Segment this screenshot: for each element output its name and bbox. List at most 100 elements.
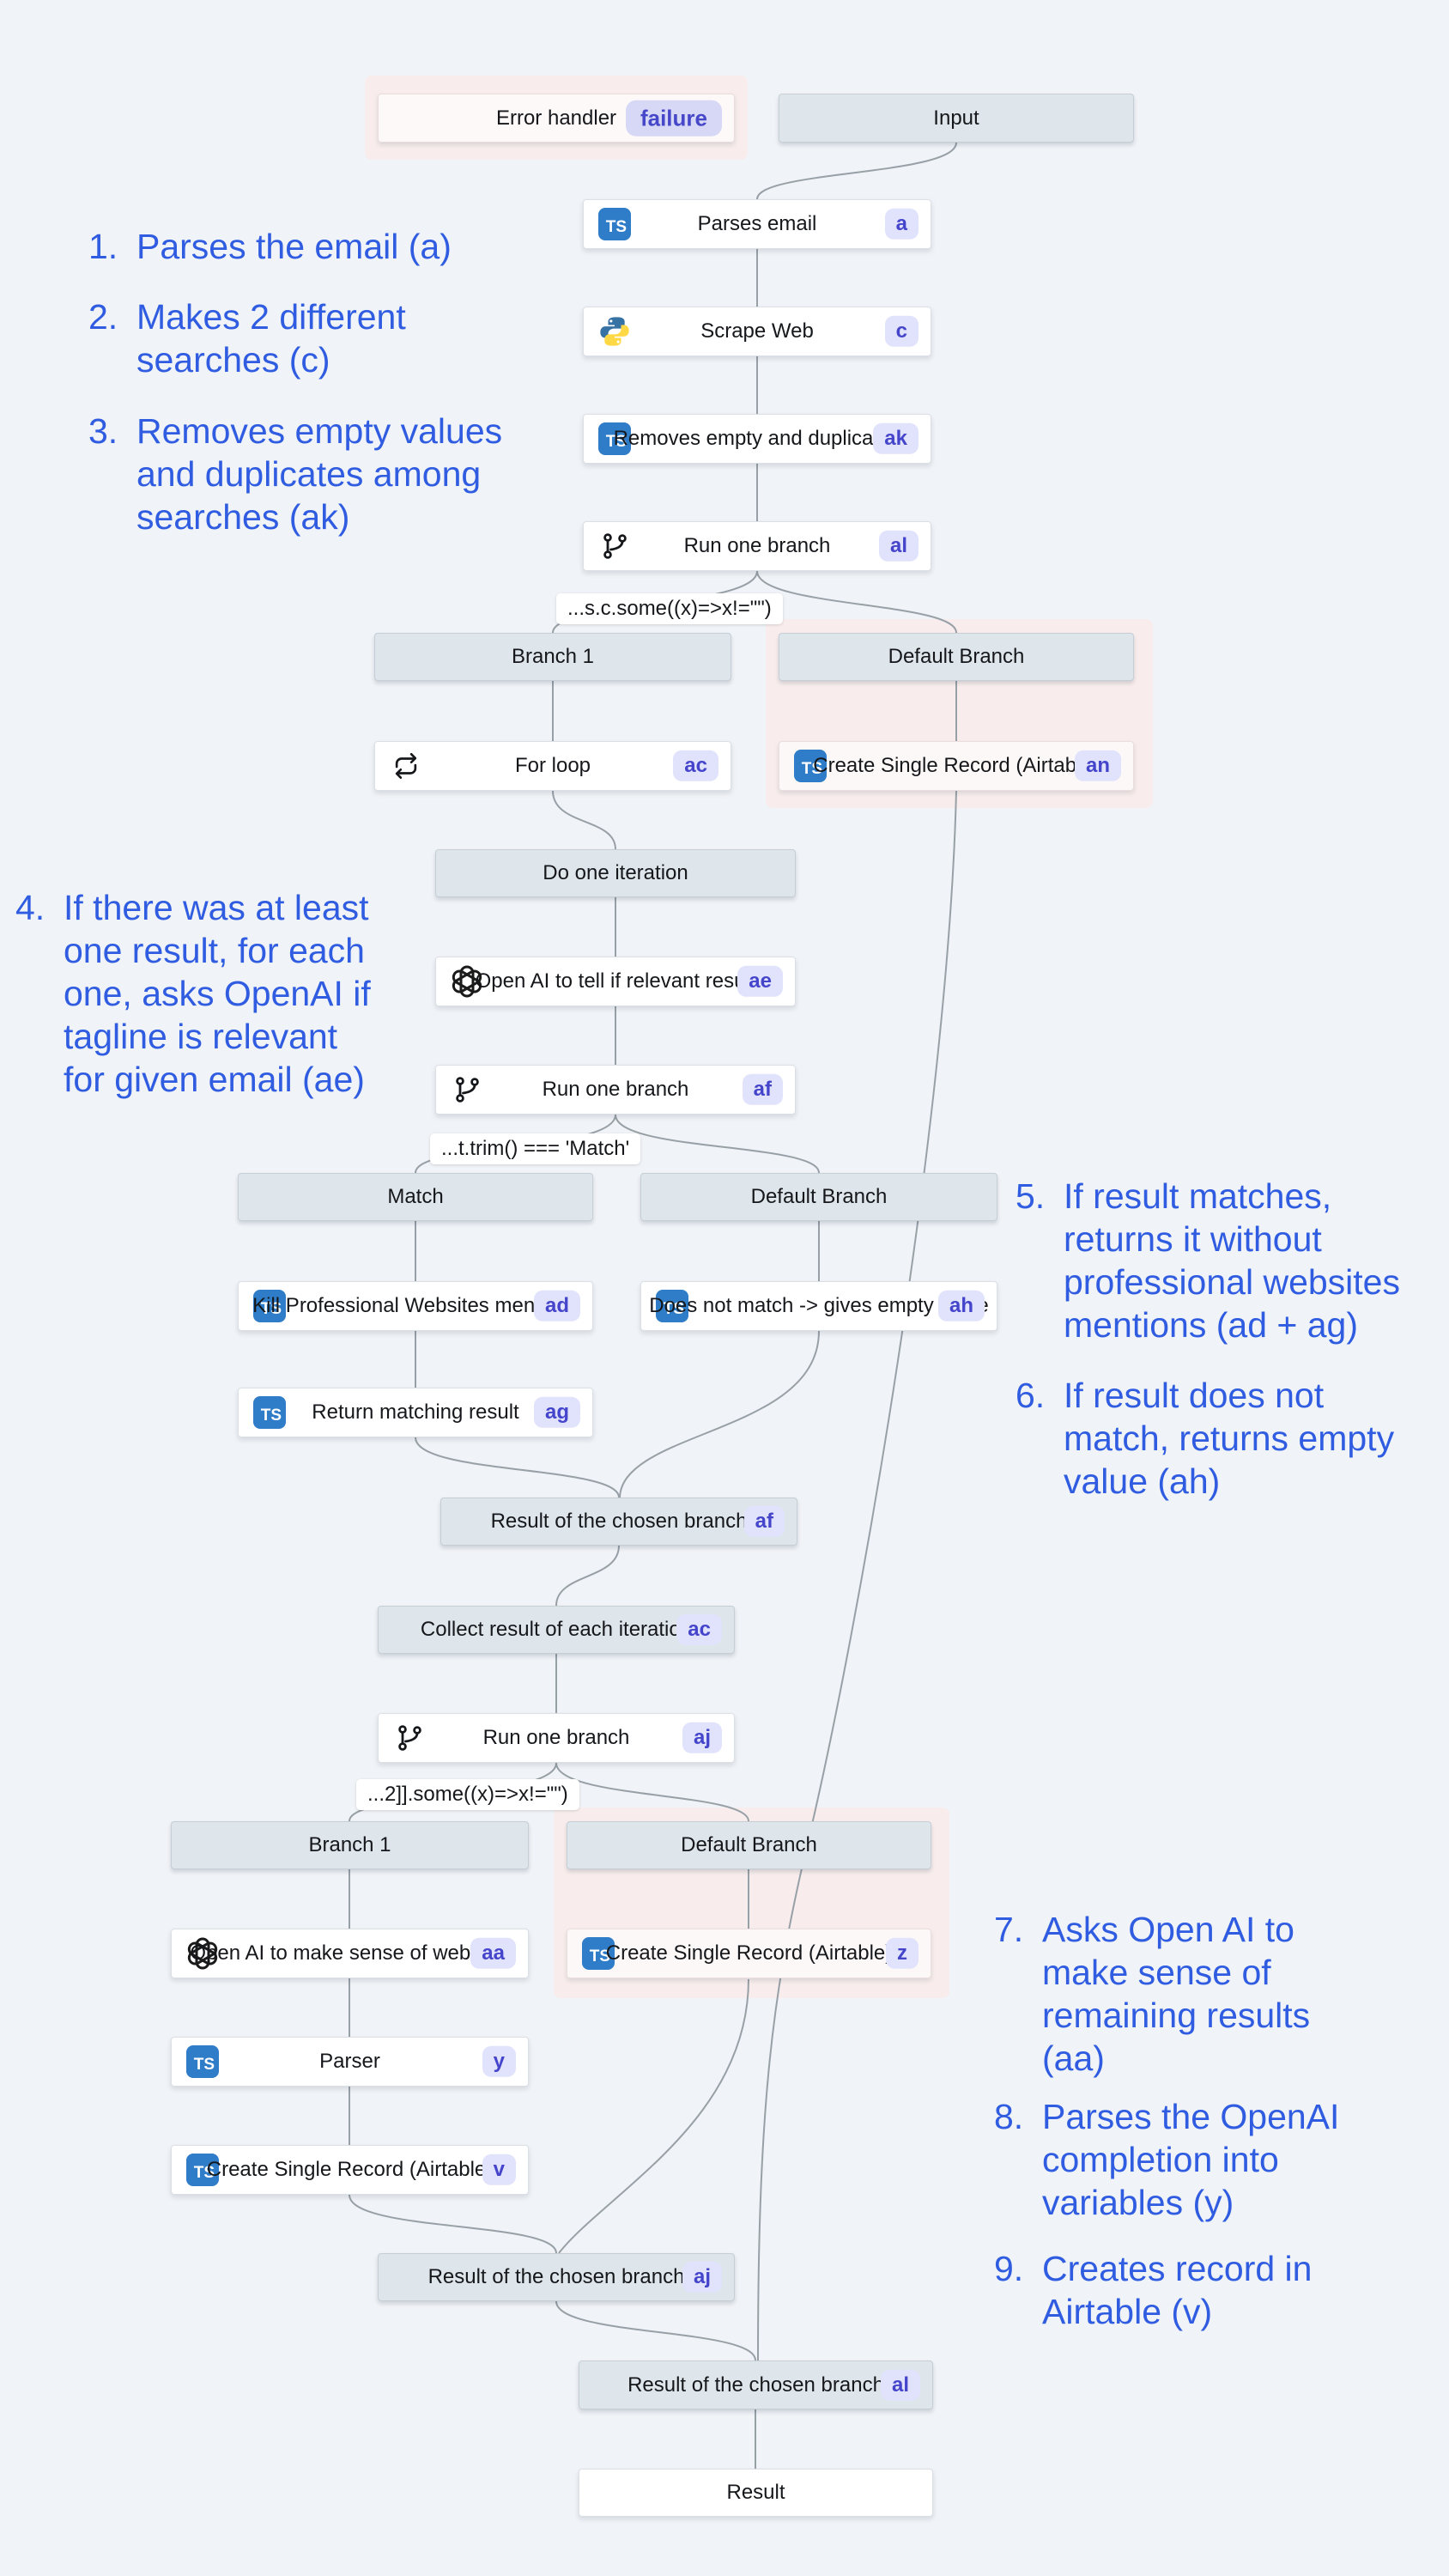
node-id-badge: ac	[673, 750, 718, 782]
annotation-line: Removes empty values	[136, 411, 503, 451]
annotation-number: 2.	[88, 297, 118, 337]
edge-5	[756, 570, 957, 634]
condition-label-0: ...s.c.some((x)=>x!="")	[556, 593, 783, 624]
node-scrape-web[interactable]: Scrape Web c	[583, 307, 931, 356]
node-id-badge: aj	[682, 1722, 722, 1754]
node-branch-1-b[interactable]: Branch 1	[171, 1821, 529, 1869]
node-label: Open AI to tell if relevant result	[475, 969, 756, 993]
node-input[interactable]: Input	[779, 94, 1134, 143]
annotation-1: 1.Parses the email (a)	[88, 225, 452, 268]
node-label: Result	[726, 2481, 785, 2504]
node-label: Result of the chosen branch	[490, 1510, 748, 1533]
annotation-line: variables (y)	[1042, 2183, 1234, 2222]
condition-label-1: ...t.trim() === 'Match'	[430, 1133, 641, 1164]
node-label: Branch 1	[308, 1833, 391, 1856]
typescript-icon-glyph: TS	[582, 1937, 615, 1970]
edge-8	[552, 790, 616, 850]
node-id-badge: z	[886, 1937, 919, 1970]
annotation-number: 4.	[15, 888, 45, 927]
python-icon	[597, 314, 632, 349]
node-id-badge: a	[884, 208, 919, 240]
node-id-badge: aj	[682, 2261, 722, 2293]
typescript-icon: TS	[793, 749, 828, 783]
node-label: Removes empty and duplicates	[613, 427, 901, 450]
typescript-icon-glyph: TS	[598, 208, 631, 240]
annotation-line: and duplicates among	[136, 454, 482, 494]
typescript-icon-glyph: TS	[794, 750, 827, 782]
node-id-badge: al	[878, 530, 919, 562]
node-default-branch-c[interactable]: Default Branch	[567, 1821, 931, 1869]
node-id-badge: ad	[533, 1290, 580, 1322]
node-label: Parses email	[697, 212, 817, 235]
node-label: Scrape Web	[700, 319, 814, 343]
annotation-line: Parses the OpenAI	[1042, 2097, 1340, 2136]
openai-icon	[185, 1936, 220, 1971]
typescript-icon: TS	[252, 1395, 287, 1430]
git-branch-icon	[392, 1721, 427, 1755]
node-do-one-iteration[interactable]: Do one iteration	[435, 849, 796, 897]
node-parses-email[interactable]: TS Parses email a	[583, 199, 931, 249]
annotation-line: searches (c)	[136, 340, 330, 380]
annotation-line: searches (ak)	[136, 497, 350, 537]
node-default-branch-a[interactable]: Default Branch	[779, 633, 1134, 681]
annotation-line: completion into	[1042, 2140, 1279, 2179]
node-label: Match	[387, 1185, 444, 1208]
node-label: Default Branch	[681, 1833, 817, 1856]
typescript-icon-glyph: TS	[598, 422, 631, 455]
annotation-number: 8.	[994, 2097, 1024, 2136]
annotation-line: Makes 2 different	[136, 297, 406, 337]
typescript-icon-glyph: TS	[253, 1396, 286, 1429]
annotation-text: Parses the email (a)	[136, 225, 452, 268]
node-id-badge: ak	[873, 422, 919, 455]
node-id-badge: af	[743, 1505, 785, 1538]
annotation-line: mentions (ad + ag)	[1064, 1305, 1358, 1345]
typescript-icon: TS	[655, 1289, 689, 1323]
node-default-branch-b[interactable]: Default Branch	[640, 1173, 997, 1221]
annotation-line: Airtable (v)	[1042, 2292, 1213, 2331]
node-label: Kill Professional Websites mentions	[252, 1294, 579, 1317]
node-id-badge: ah	[937, 1290, 985, 1322]
typescript-icon: TS	[597, 422, 632, 456]
node-match[interactable]: Match	[238, 1173, 593, 1221]
failure-badge: failure	[625, 100, 722, 137]
node-id-badge: ae	[737, 965, 783, 998]
annotation-text: Parses the OpenAI completion into variable…	[1042, 2095, 1339, 2224]
node-label: Create Single Record (Airtable)	[813, 754, 1100, 777]
edge-30	[757, 790, 957, 2361]
node-result[interactable]: Result	[579, 2469, 933, 2517]
typescript-icon: TS	[581, 1936, 615, 1971]
node-branch-1-a[interactable]: Branch 1	[374, 633, 731, 681]
annotation-line: Asks Open AI to	[1042, 1910, 1294, 1949]
node-label: Branch 1	[511, 645, 595, 668]
node-id-badge: c	[884, 315, 919, 348]
node-label: Default Branch	[750, 1185, 888, 1208]
edge-21	[555, 1762, 749, 1822]
annotation-line: one result, for each	[64, 931, 365, 970]
